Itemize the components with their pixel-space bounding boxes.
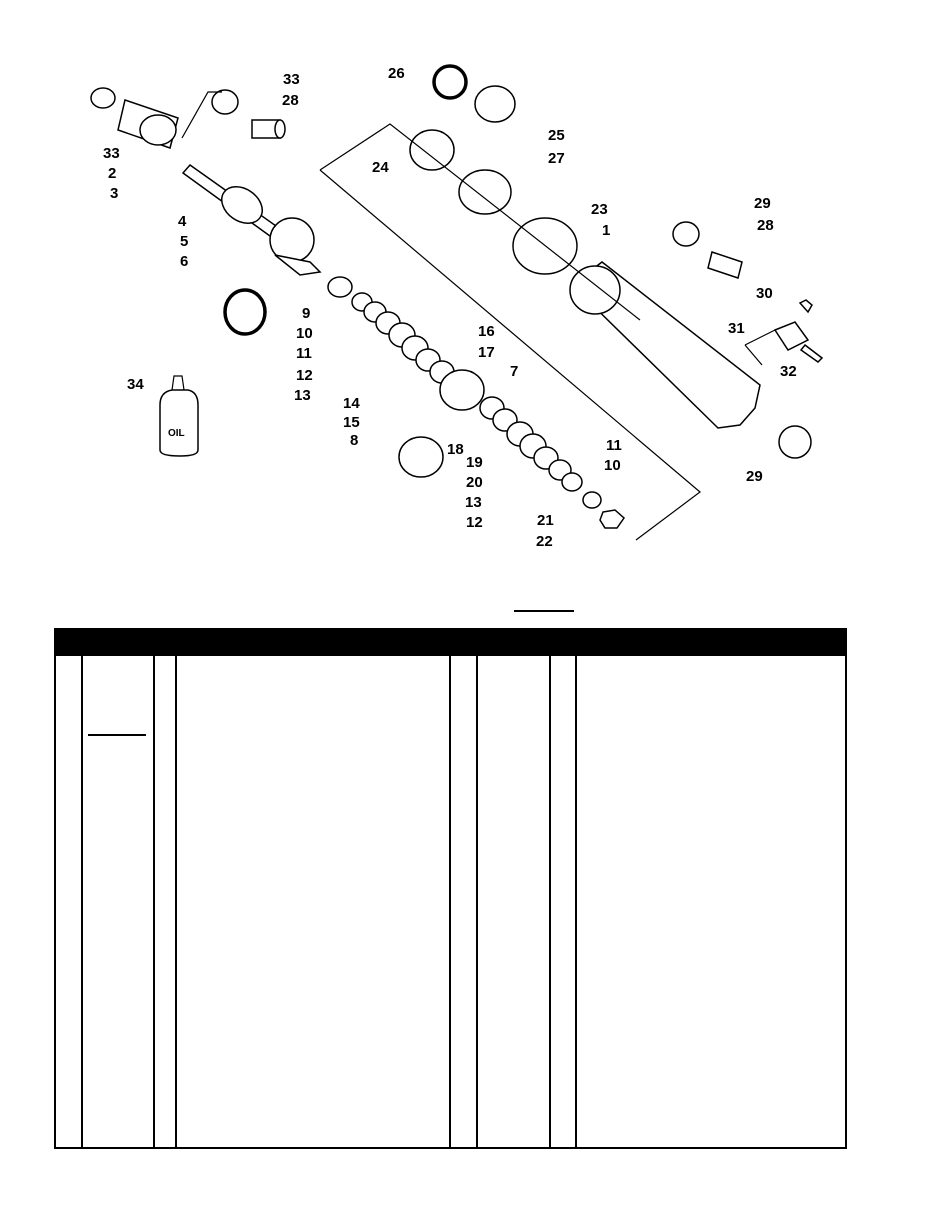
callout-11: 11 (606, 437, 622, 454)
col-divider-3 (175, 656, 177, 1147)
parts-list-table (54, 628, 847, 1149)
col-divider-2 (153, 656, 155, 1147)
assembly-bracket-reservoir (319, 123, 641, 321)
part-31-valve (773, 321, 810, 351)
callout-20: 20 (466, 474, 483, 491)
callout-18: 18 (447, 441, 464, 458)
callout-1: 1 (602, 222, 610, 239)
part-34-oil-bottle-nozzle (171, 375, 185, 391)
col-divider-1 (81, 656, 83, 1147)
exploded-parts-diagram: OIL 123456789101011111212131314151617181… (90, 64, 824, 550)
part-29-bushing-top (672, 221, 700, 247)
part-9-washer (327, 276, 353, 298)
part-5-seal-body (274, 254, 322, 276)
callout-19: 19 (466, 454, 483, 471)
part-8-piston-ring (398, 436, 444, 478)
title-rule (514, 610, 574, 612)
part-33-bushing-right (211, 89, 239, 115)
assembly-bracket-stack (319, 169, 701, 541)
callout-28: 28 (757, 217, 774, 234)
callout-29: 29 (746, 468, 763, 485)
callout-layer: 1234567891010111112121313141516171819202… (103, 65, 797, 550)
part-4-bumper (221, 186, 263, 224)
assembly-bracket-top (181, 91, 222, 139)
callout-33: 33 (283, 71, 300, 88)
table-header-bar (56, 630, 845, 656)
col-divider-7 (575, 656, 577, 1147)
col-divider-5 (476, 656, 478, 1147)
callout-12: 12 (296, 367, 313, 384)
part-22-nut (599, 509, 625, 529)
callout-27: 27 (548, 150, 565, 167)
part-33-bushing-left (90, 87, 116, 109)
callout-2: 2 (108, 165, 116, 182)
callout-22: 22 (536, 533, 553, 550)
part-7-piston (439, 369, 485, 411)
callout-9: 9 (302, 305, 310, 322)
callout-21: 21 (537, 512, 554, 529)
oil-label: OIL (168, 428, 185, 439)
callout-30: 30 (756, 285, 773, 302)
callout-10: 10 (296, 325, 313, 342)
part-27-floating-piston (458, 169, 512, 215)
part-10b-shim (561, 472, 583, 492)
callout-31: 31 (728, 320, 745, 337)
col-divider-4 (449, 656, 451, 1147)
callout-4: 4 (178, 213, 187, 230)
callout-14: 14 (343, 395, 360, 412)
part-28-sleeve-right (707, 251, 743, 279)
part-34-oil-bottle (159, 389, 199, 457)
callout-7: 7 (510, 363, 518, 380)
callout-13: 13 (294, 387, 311, 404)
part-26-o-ring (432, 64, 468, 100)
callout-12: 12 (466, 514, 483, 531)
part-25-ring (474, 85, 516, 123)
part-1-body-opening (569, 265, 621, 315)
callout-24: 24 (372, 159, 389, 176)
callout-34: 34 (127, 376, 144, 393)
callout-17: 17 (478, 344, 495, 361)
callout-10: 10 (604, 457, 621, 474)
callout-15: 15 (343, 414, 360, 431)
col-divider-6 (549, 656, 551, 1147)
part-30-screw (798, 299, 813, 314)
part-6-o-ring (223, 288, 267, 336)
col2-rule (88, 734, 146, 736)
callout-25: 25 (548, 127, 565, 144)
assembly-bracket-valve (744, 329, 776, 366)
callout-8: 8 (350, 432, 358, 449)
callout-5: 5 (180, 233, 188, 250)
part-2-eye-hole (139, 114, 177, 146)
part-28-sleeve-end (274, 119, 286, 139)
callout-3: 3 (110, 185, 118, 202)
callout-32: 32 (780, 363, 797, 380)
callout-6: 6 (180, 253, 188, 270)
callout-16: 16 (478, 323, 495, 340)
part-24-cap (409, 129, 455, 171)
callout-26: 26 (388, 65, 405, 82)
callout-28: 28 (282, 92, 299, 109)
part-32-pin (799, 343, 824, 363)
callout-23: 23 (591, 201, 608, 218)
part-21-washer (582, 491, 602, 509)
callout-29: 29 (754, 195, 771, 212)
callout-33: 33 (103, 145, 120, 162)
callout-11: 11 (296, 345, 312, 362)
part-29-bushing-bottom (778, 425, 812, 459)
callout-13: 13 (465, 494, 482, 511)
